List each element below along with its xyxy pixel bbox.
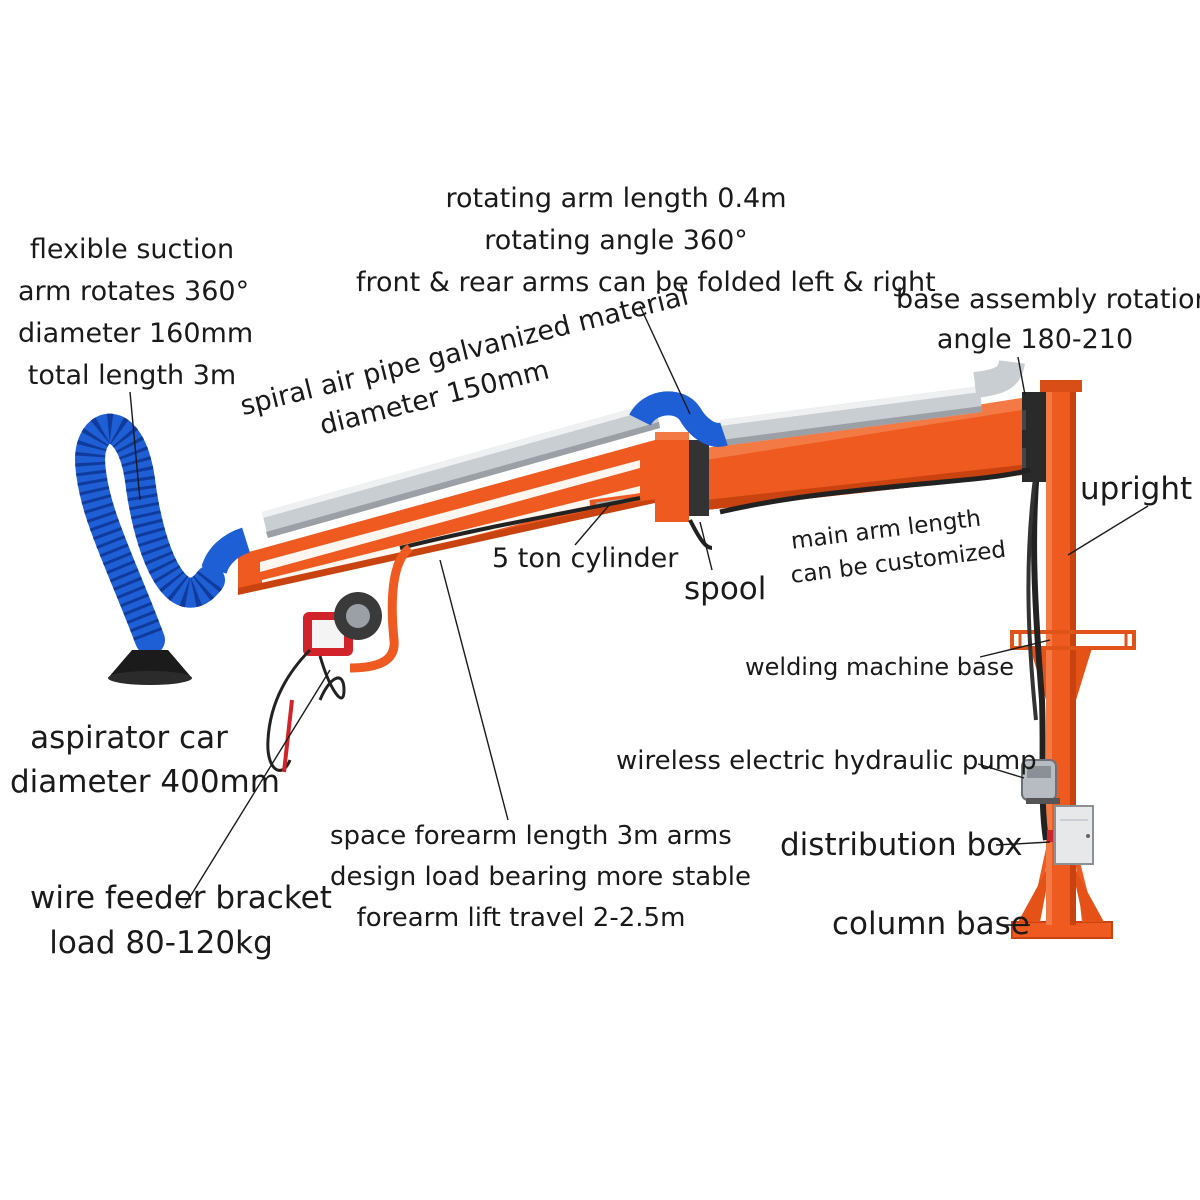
wire-feeder-line-2: load 80-120kg bbox=[49, 925, 273, 961]
label-aspirator-car: aspirator car diameter 400mm bbox=[10, 716, 280, 804]
flexible-suction-line-3: diameter 160mm bbox=[18, 318, 254, 349]
wire-feeder-bracket bbox=[349, 544, 413, 673]
space-forearm-line-1: space forearm length 3m arms bbox=[330, 821, 732, 851]
hydraulic-pump-icon bbox=[1021, 759, 1060, 804]
base-assembly-line-1: base assembly rotation bbox=[896, 284, 1200, 315]
rotating-joint bbox=[655, 432, 709, 522]
flexible-suction-line-1: flexible suction bbox=[29, 234, 235, 265]
label-column-base: column base bbox=[832, 906, 1030, 942]
label-five-ton-cylinder: 5 ton cylinder bbox=[492, 543, 679, 574]
forearm bbox=[238, 440, 713, 595]
spiral-pipe-main bbox=[720, 359, 1025, 446]
rotating-arm-line-2: rotating angle 360° bbox=[484, 225, 748, 256]
label-welding-machine-base: welding machine base bbox=[745, 653, 1015, 681]
wire-feeder-icon bbox=[266, 592, 382, 773]
spiral-pipe-forearm bbox=[262, 402, 660, 538]
space-forearm-line-3: forearm lift travel 2-2.5m bbox=[356, 903, 686, 933]
label-rotating-arm: rotating arm length 0.4m rotating angle … bbox=[356, 178, 936, 304]
label-hydraulic-pump: wireless electric hydraulic pump bbox=[616, 746, 1037, 776]
label-spool: spool bbox=[684, 571, 767, 607]
leader-lines bbox=[129, 305, 1149, 926]
label-distribution-box: distribution box bbox=[780, 827, 1023, 863]
space-forearm-line-2: design load bearing more stable bbox=[330, 862, 751, 892]
wire-feeder-line-1: wire feeder bracket bbox=[30, 880, 332, 916]
distribution-box-icon bbox=[1047, 805, 1094, 865]
suction-hood-icon bbox=[108, 650, 192, 685]
label-space-forearm: space forearm length 3m arms design load… bbox=[330, 816, 751, 939]
label-upright: upright bbox=[1080, 471, 1193, 507]
flexible-suction-line-2: arm rotates 360° bbox=[18, 276, 250, 307]
aspirator-line-1: aspirator car bbox=[30, 720, 228, 756]
label-wire-feeder: wire feeder bracket load 80-120kg bbox=[30, 876, 332, 966]
flexible-suction-line-4: total length 3m bbox=[27, 360, 237, 391]
rotating-arm-line-3: front & rear arms can be folded left & r… bbox=[356, 267, 936, 298]
rotating-arm-line-1: rotating arm length 0.4m bbox=[445, 183, 787, 214]
base-assembly-line-2: angle 180-210 bbox=[936, 324, 1134, 355]
label-base-assembly: base assembly rotation angle 180-210 bbox=[896, 280, 1200, 360]
flexible-hose bbox=[74, 413, 225, 655]
aspirator-line-2: diameter 400mm bbox=[10, 764, 280, 800]
label-flexible-suction: flexible suction arm rotates 360° diamet… bbox=[18, 229, 254, 397]
